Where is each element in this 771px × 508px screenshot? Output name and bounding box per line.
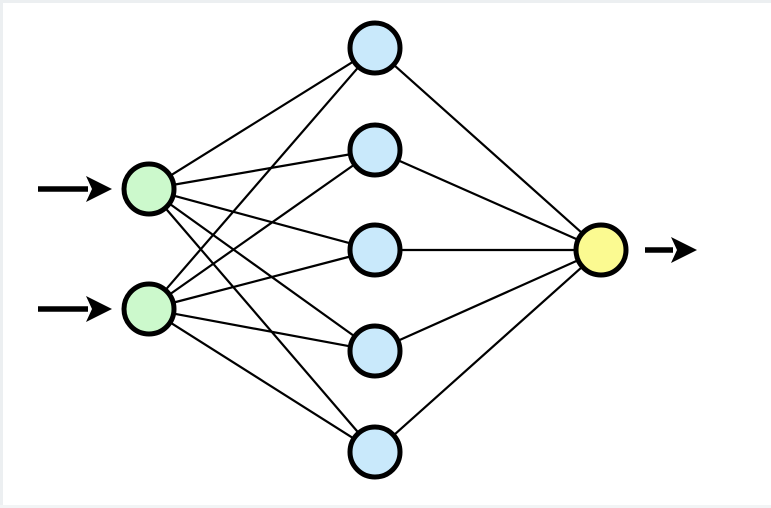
node-h5[interactable]	[347, 424, 403, 480]
out-arrow-1	[645, 237, 697, 263]
in-arrow-1	[38, 176, 112, 202]
edge-h5-o1	[390, 264, 586, 438]
hidden-node-circle-h1[interactable]	[347, 20, 403, 76]
node-i2[interactable]	[121, 281, 177, 337]
page-edge-top	[0, 0, 771, 3]
input-node-circle-i1[interactable]	[121, 161, 177, 217]
edge-i2-h2	[166, 161, 358, 298]
edge-i1-h4	[166, 201, 358, 339]
in-arrow-1-head	[86, 176, 112, 202]
page-edge-left	[0, 0, 3, 508]
page-edge-bottom	[0, 505, 771, 508]
node-o1[interactable]	[573, 222, 629, 278]
out-arrow-1-head	[671, 237, 697, 263]
edge-h4-o1	[394, 258, 582, 343]
io-arrows-group	[38, 176, 697, 322]
hidden-node-circle-h4[interactable]	[347, 323, 403, 379]
nodes-group	[121, 20, 629, 480]
edge-i2-h1	[162, 64, 362, 293]
edge-i2-h3	[169, 254, 355, 305]
edge-i1-h1	[167, 58, 357, 179]
input-node-circle-i2[interactable]	[121, 281, 177, 337]
node-i1[interactable]	[121, 161, 177, 217]
edge-i1-h5	[162, 205, 362, 436]
output-node-circle-o1[interactable]	[573, 222, 629, 278]
in-arrow-2	[38, 296, 112, 322]
edge-i2-h4	[170, 312, 354, 348]
node-h4[interactable]	[347, 323, 403, 379]
edge-i2-h5	[167, 320, 357, 441]
node-h1[interactable]	[347, 20, 403, 76]
node-h2[interactable]	[347, 122, 403, 178]
hidden-node-circle-h5[interactable]	[347, 424, 403, 480]
edge-i1-h3	[169, 193, 355, 246]
hidden-node-circle-h3[interactable]	[347, 222, 403, 278]
edge-h1-o1	[390, 62, 586, 236]
in-arrow-2-head	[86, 296, 112, 322]
edge-i1-h2	[170, 152, 354, 187]
node-h3[interactable]	[347, 222, 403, 278]
edges-group	[162, 58, 586, 441]
hidden-node-circle-h2[interactable]	[347, 122, 403, 178]
edge-h2-o1	[394, 158, 582, 242]
